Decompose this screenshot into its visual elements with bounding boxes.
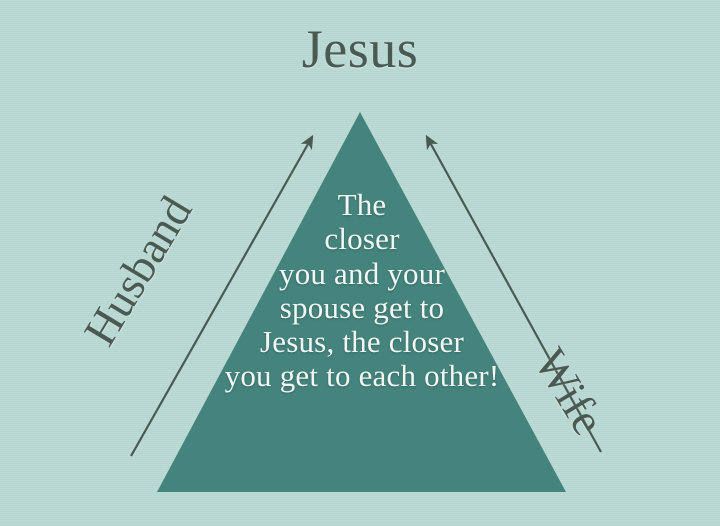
page-title: Jesus — [301, 19, 419, 79]
verse-line-1: The — [337, 187, 387, 222]
verse-line-2: closer — [324, 221, 400, 257]
verse-line-5: Jesus, the closer — [260, 324, 464, 359]
verse-line-3: you and your — [279, 255, 445, 291]
wife-arrow-icon — [425, 134, 602, 453]
verse-text: The closer you and your spouse get to Je… — [162, 187, 562, 394]
triangle-shape — [157, 112, 566, 492]
husband-arrow-icon — [130, 134, 314, 457]
verse-line-6: you get to each other! — [224, 358, 500, 394]
verse-line-4: spouse get to — [279, 289, 445, 325]
